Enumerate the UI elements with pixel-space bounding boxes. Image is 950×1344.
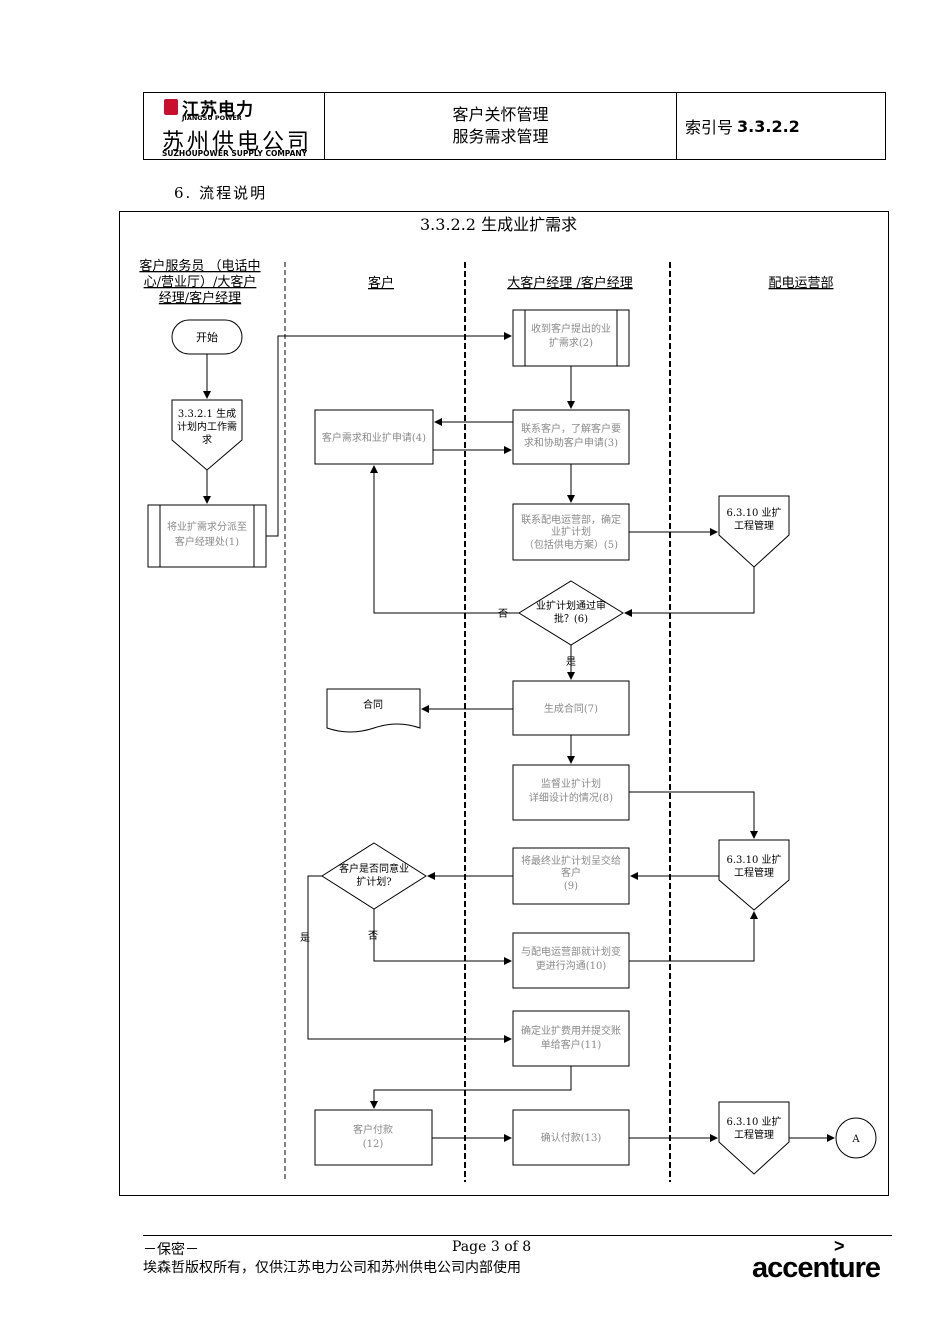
- flowchart-title: 3.3.2.2 生成业扩需求: [420, 215, 577, 234]
- step8-line1: 监督业扩计划: [541, 777, 601, 790]
- ref-6310-2-line1: 6.3.10 业扩: [727, 853, 782, 866]
- step5-line3: （包括供电方案）(5): [524, 538, 618, 551]
- logo-en-main: SUZHOUPOWER SUPPLY COMPANY: [162, 149, 308, 158]
- lane2-header: 客户: [368, 275, 394, 291]
- step9-line1: 将最终业扩计划呈交给: [521, 854, 621, 867]
- document-title: 客户关怀管理 服务需求管理: [325, 93, 677, 159]
- step5-line2: 业扩计划: [551, 525, 591, 538]
- index-number: 索引号 3.3.2.2: [677, 93, 885, 159]
- footer-divider: [143, 1235, 892, 1236]
- step11-line2: 单给客户(11): [541, 1038, 602, 1051]
- contract-document-label: 合同: [363, 698, 383, 711]
- step3-line2: 求和协助客户申请(3): [524, 436, 618, 449]
- step4-box: [314, 409, 434, 465]
- logo-en-top: JIANGSU POWER: [182, 114, 242, 122]
- step1-box: [147, 504, 267, 568]
- step10-box: [512, 932, 630, 989]
- jiangsu-power-logo-icon: [164, 99, 178, 115]
- step5-box: [512, 503, 630, 561]
- title-line-2: 服务需求管理: [452, 127, 549, 146]
- accenture-mark-icon: >: [834, 1236, 845, 1256]
- section-title: 6. 流程说明: [174, 184, 268, 202]
- customer-decision-no-label: 否: [368, 930, 378, 942]
- contract-document-shape: [326, 688, 421, 733]
- decision6-shape: [518, 580, 624, 646]
- logo-cn-main: 苏州供电公司: [162, 130, 313, 155]
- step1-line1: 将业扩需求分派至: [167, 520, 247, 533]
- lane4-header: 配电运营部: [768, 276, 833, 291]
- step12-box: [314, 1109, 433, 1166]
- title-line-1: 客户关怀管理: [452, 105, 549, 124]
- step11-line1: 确定业扩费用并提交账: [521, 1024, 621, 1037]
- start-label: 开始: [196, 330, 218, 344]
- step2-line1: 收到客户提出的业: [531, 322, 611, 335]
- logo-cn-top: 江苏电力: [182, 100, 254, 120]
- step2-line2: 扩需求(2): [549, 336, 593, 349]
- step7-label: 生成合同(7): [544, 702, 598, 715]
- footer-confidential: －保密－: [143, 1242, 199, 1258]
- step9-line3: (9): [564, 881, 578, 892]
- step10-line1: 与配电运营部就计划变: [521, 945, 621, 958]
- step1-line2: 客户经理处(1): [175, 535, 239, 548]
- ref-3321-shape: [171, 399, 243, 471]
- customer-decision-shape: [321, 842, 427, 910]
- footer-page-number: Page 3 of 8: [452, 1239, 532, 1255]
- customer-decision-line2: 扩计划?: [356, 875, 391, 888]
- index-label: 索引号: [685, 118, 734, 137]
- accenture-logo: accenture: [752, 1252, 881, 1284]
- decision6-no-label: 否: [498, 608, 508, 620]
- ref-6310-3-line1: 6.3.10 业扩: [727, 1115, 782, 1128]
- ref-6310-shape-1: [718, 495, 790, 568]
- ref-6310-2-line2: 工程管理: [734, 866, 774, 879]
- step8-line2: 详细设计的情况(8): [529, 791, 613, 804]
- step3-line1: 联系客户，了解客户要: [521, 422, 621, 435]
- ref-3321-line3: 求: [202, 434, 212, 446]
- index-value: 3.3.2.2: [737, 116, 800, 136]
- step10-line2: 更进行沟通(10): [536, 959, 607, 972]
- lane1-header-line2: 心/营业厅）/大客户: [144, 274, 257, 290]
- step2-box: [512, 309, 630, 367]
- step3-box: [512, 409, 630, 465]
- company-logo: 江苏电力 JIANGSU POWER 苏州供电公司 SUZHOUPOWER SU…: [144, 93, 325, 159]
- step13-box: [512, 1109, 630, 1166]
- step7-box: [512, 680, 630, 736]
- lane1-header-line3: 经理/客户经理: [159, 290, 241, 306]
- step9-line2: 客户: [561, 866, 581, 879]
- ref-6310-shape-3: [718, 1101, 790, 1175]
- ref-6310-shape-2: [718, 839, 790, 911]
- ref-3321-line1: 3.3.2.1 生成: [178, 407, 236, 420]
- flowchart-frame: 3.3.2.2 生成业扩需求 客户服务员 （电话中 心/营业厅）/大客户 经理/…: [119, 211, 889, 1196]
- connector-a-shape: [835, 1117, 877, 1159]
- step13-label: 确认付款(13): [541, 1131, 602, 1144]
- ref-6310-1-line2: 工程管理: [734, 519, 774, 532]
- step5-line1: 联系配电运营部，确定: [521, 513, 621, 526]
- footer-copyright: 埃森哲版权所有，仅供江苏电力公司和苏州供电公司内部使用: [143, 1260, 521, 1276]
- ref-3321-line2: 计划内工作需: [177, 420, 237, 433]
- ref-6310-1-line1: 6.3.10 业扩: [727, 506, 782, 519]
- step11-box: [512, 1010, 630, 1067]
- decision6-line1: 业扩计划通过审: [536, 599, 606, 612]
- step12-line1: 客户付款: [353, 1123, 393, 1136]
- step12-line2: (12): [363, 1139, 384, 1150]
- ref-6310-3-line2: 工程管理: [734, 1128, 774, 1141]
- decision6-line2: 批？(6): [554, 612, 588, 625]
- lane3-header: 大客户经理 /客户经理: [507, 275, 633, 291]
- customer-decision-line1: 客户是否同意业: [339, 862, 409, 875]
- flowchart-svg: 3.3.2.2 生成业扩需求 客户服务员 （电话中 心/营业厅）/大客户 经理/…: [139, 215, 877, 1182]
- step4-label: 客户需求和业扩申请(4): [322, 431, 426, 444]
- flow-arrows: [203, 332, 835, 1142]
- step8-box: [512, 764, 630, 821]
- step9-box: [512, 847, 630, 905]
- connector-a-label: A: [851, 1134, 860, 1145]
- customer-decision-yes-label: 是: [300, 932, 310, 944]
- document-header: 江苏电力 JIANGSU POWER 苏州供电公司 SUZHOUPOWER SU…: [143, 92, 886, 160]
- lane1-header-line1: 客户服务员 （电话中: [139, 258, 260, 274]
